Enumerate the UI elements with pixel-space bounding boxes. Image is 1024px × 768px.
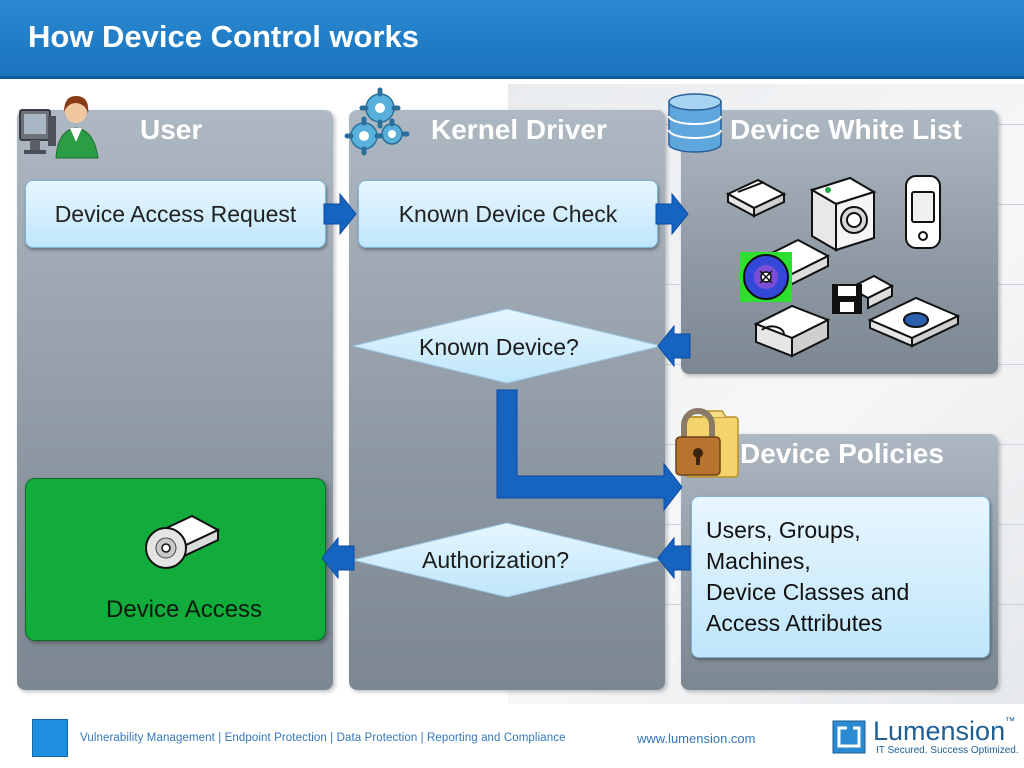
cd-drive-icon: [740, 238, 831, 302]
policies-line: Device Classes and: [706, 579, 910, 605]
device-access-request-label: Device Access Request: [54, 200, 297, 227]
arrow-whitelist-to-known: [657, 324, 691, 368]
arrow-policies-to-auth: [657, 536, 691, 580]
brand-tm: ™: [1005, 716, 1016, 727]
slide-title: How Device Control works: [28, 19, 420, 54]
policies-box: Users, Groups, Machines, Device Classes …: [691, 496, 990, 658]
arrow-check-to-whitelist: [655, 192, 689, 236]
authorization-question: Authorization?: [422, 547, 570, 573]
gears-icon: [344, 87, 410, 156]
known-device-check-label: Known Device Check: [398, 200, 618, 227]
user-icon: [19, 96, 99, 159]
policies-line: Users, Groups,: [706, 517, 861, 543]
floppy-icon: [832, 274, 894, 314]
brand-text: Lumension: [873, 716, 1006, 746]
brand-tagline: IT Secured. Success Optimized.: [876, 745, 1019, 756]
footer-url: www.lumension.com: [637, 731, 756, 746]
kernel-driver-title: Kernel Driver: [431, 114, 607, 145]
database-icon: [668, 93, 722, 153]
policies-line: Access Attributes: [706, 610, 883, 636]
lumension-logo-icon: [832, 720, 866, 754]
scanner-icon: [725, 178, 787, 218]
device-white-list-title: Device White List: [730, 114, 962, 145]
brand-name: Lumension™: [873, 716, 1015, 747]
policies-line: Machines,: [706, 548, 811, 574]
external-drive-icon: [867, 296, 961, 348]
cd-icon: [145, 514, 221, 569]
known-device-question: Known Device?: [419, 334, 579, 360]
footer-tagline: Vulnerability Management | Endpoint Prot…: [80, 732, 566, 744]
card-reader-icon: [753, 304, 831, 358]
arrow-auth-to-access: [321, 536, 355, 580]
padlock-folder-icon: [675, 408, 739, 478]
title-bar: [0, 0, 1024, 79]
arrow-known-to-policies: [496, 389, 683, 512]
device-access-request-box: Device Access Request: [25, 180, 326, 248]
policies-text: Users, Groups, Machines, Device Classes …: [692, 497, 909, 639]
user-column-title: User: [140, 114, 203, 145]
footer-square-icon: [32, 719, 68, 757]
known-device-check-box: Known Device Check: [358, 180, 658, 248]
device-policies-title: Device Policies: [740, 438, 944, 469]
pda-icon: [905, 175, 941, 249]
arrow-request-to-check: [323, 192, 357, 236]
camera-icon: [809, 176, 877, 252]
device-access-label: Device Access: [106, 596, 263, 623]
